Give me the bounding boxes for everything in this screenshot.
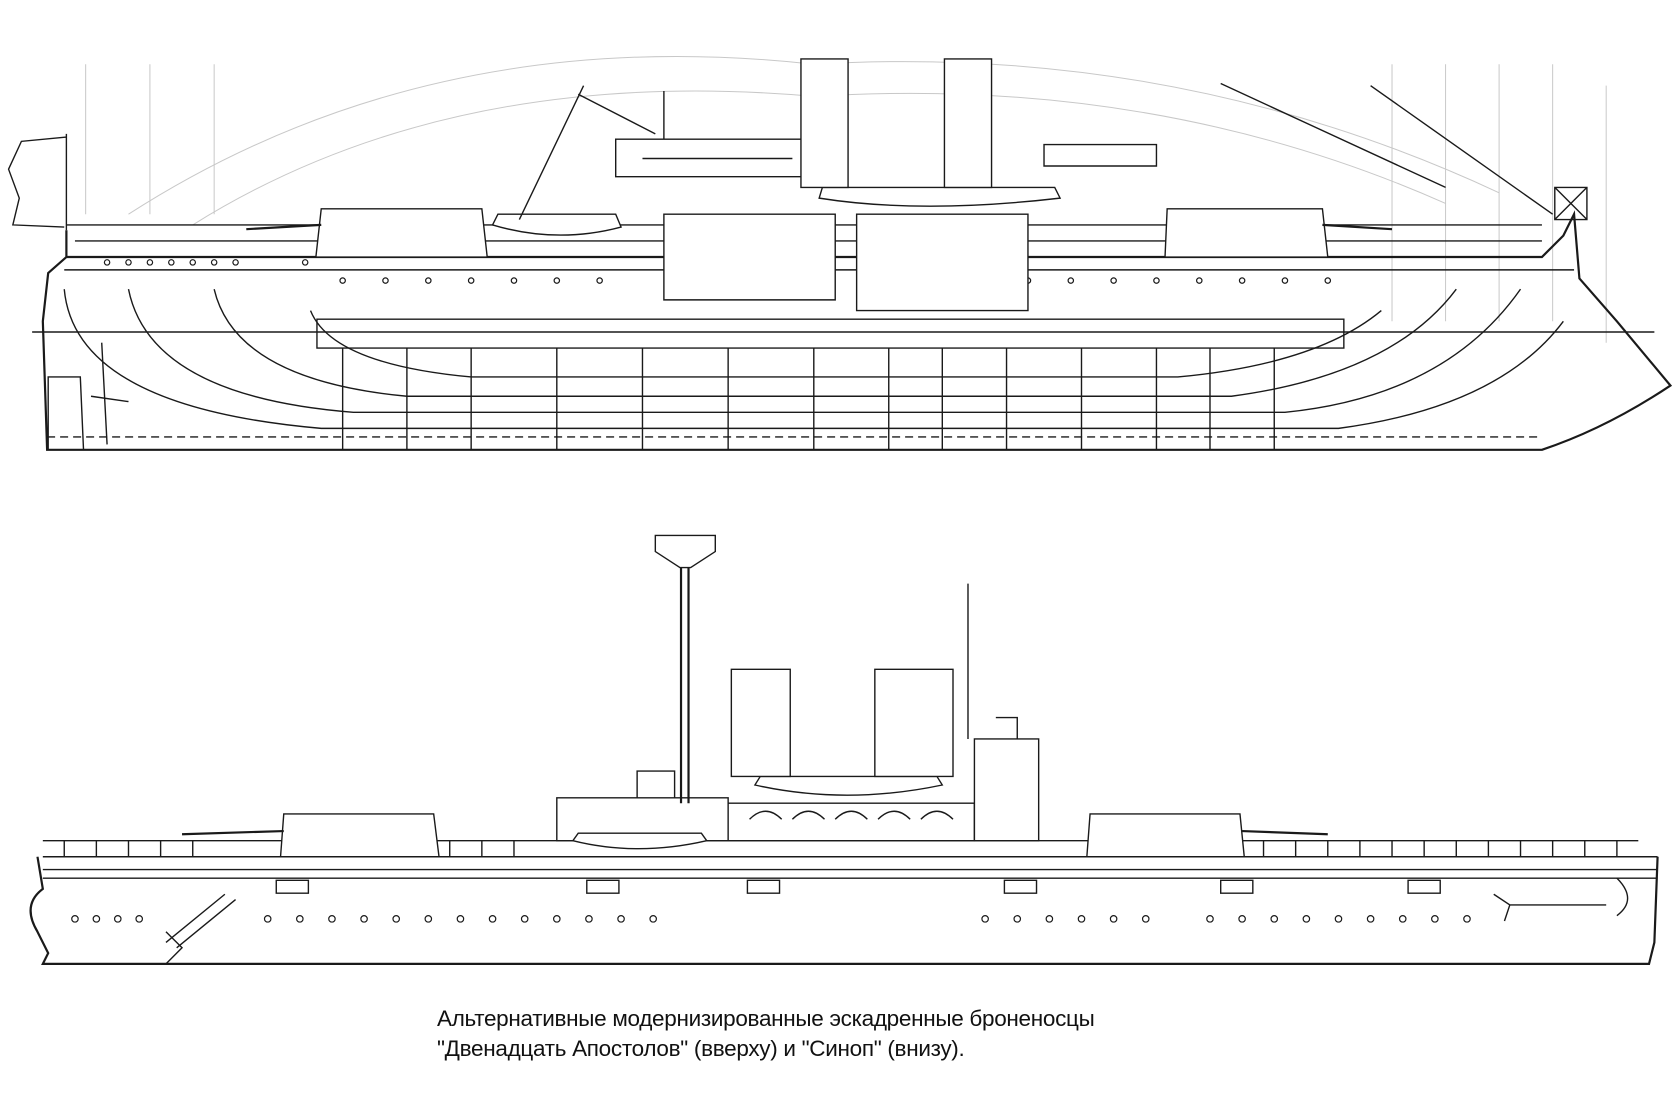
top-boat [493, 214, 621, 235]
accommodation-ladder [166, 894, 236, 964]
bottom-fore-guns [1242, 831, 1328, 834]
bottom-aft-turret [281, 814, 439, 857]
bow-jack [1555, 187, 1587, 219]
top-superstructure [664, 214, 1028, 310]
caption-line-2: "Двенадцать Апостолов" (вверху) и "Синоп… [437, 1036, 965, 1061]
bottom-boat-2 [755, 776, 942, 795]
top-ship-twelve-apostles [9, 56, 1671, 449]
bottom-aft-guns [182, 831, 284, 834]
top-portholes [104, 260, 1330, 284]
rail-stanchions [64, 841, 1617, 857]
bottom-funnel-2 [875, 669, 953, 776]
main-mast [681, 557, 688, 803]
bottom-ship-sinop [31, 535, 1658, 963]
fighting-top [655, 535, 715, 567]
frame-lines [343, 348, 1275, 450]
top-aft-turret [316, 209, 487, 257]
figure-caption: Альтернативные модернизированные эскадре… [437, 1004, 1095, 1064]
bottom-fore-turret [1087, 814, 1244, 857]
casemates [276, 880, 1440, 893]
bottom-bridge [637, 718, 1039, 841]
bottom-hull [31, 857, 1658, 964]
top-funnel-2 [944, 59, 991, 188]
anchor [1494, 878, 1628, 921]
stern-flag [9, 134, 67, 230]
top-aft-guns [246, 225, 321, 229]
caption-line-1: Альтернативные модернизированные эскадре… [437, 1006, 1095, 1031]
top-fore-guns [1322, 225, 1392, 229]
bottom-portholes [72, 916, 1470, 922]
bottom-funnel-1 [731, 669, 790, 776]
top-fore-turret [1165, 209, 1328, 257]
top-funnel-1 [801, 59, 848, 188]
rudder [48, 343, 128, 450]
bottom-boat-1 [573, 833, 707, 849]
top-hull [43, 214, 1671, 450]
